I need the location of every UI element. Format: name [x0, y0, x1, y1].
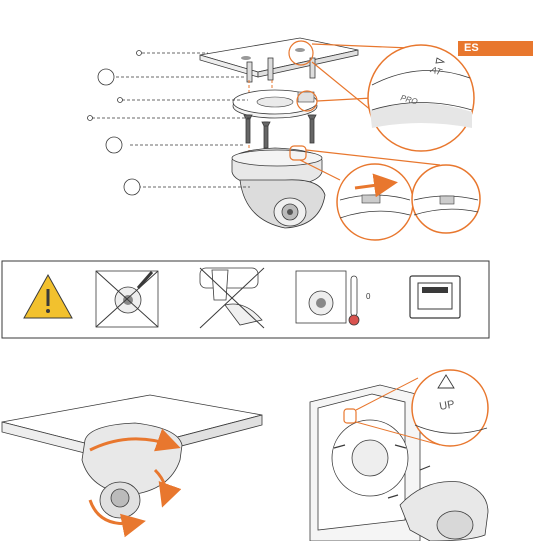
wall-mount-diagram: UP	[310, 370, 488, 541]
magnifier-top: AT PRO	[368, 45, 474, 151]
magnifier-rotate	[337, 164, 413, 240]
thermometer-label: 0	[366, 292, 371, 301]
mounting-base	[233, 90, 317, 118]
exploded-mount-diagram: AT PRO	[88, 38, 481, 240]
dome-camera	[232, 148, 325, 228]
language-tag: ES	[458, 41, 533, 56]
ethernet-port-icon	[410, 276, 460, 318]
precautions-panel: 0	[2, 261, 489, 338]
ceiling-plate	[200, 38, 358, 77]
callout-leaders	[92, 53, 250, 187]
callout-markers	[88, 51, 142, 196]
no-tools-icon	[96, 271, 158, 327]
ceiling-rotation-diagram	[2, 395, 262, 524]
magnifier-locked	[412, 165, 480, 233]
mounting-screws	[244, 115, 316, 148]
